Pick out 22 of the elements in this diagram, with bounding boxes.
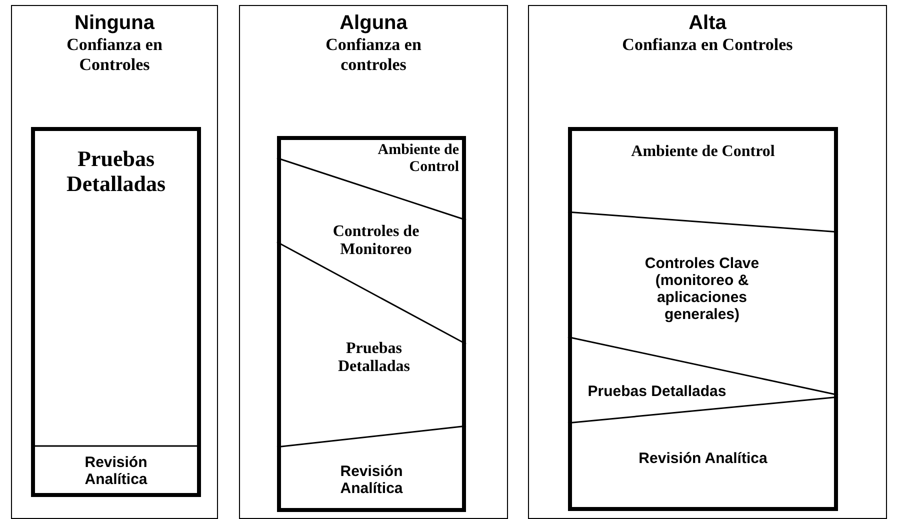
band-label: Controles Clave (monitoreo & aplicaciones generales) [644,254,760,324]
band-label: Revisión Analítica [339,462,404,498]
band-label: Pruebas Detalladas [588,383,726,401]
outlined-box [568,127,838,511]
panel-subtitle: Confianza en controles [324,35,422,74]
band-label: Pruebas Detalladas [66,146,166,196]
panel [239,5,508,519]
panel-subtitle: Confianza en Controles [622,35,793,55]
panel [11,5,218,519]
panel [528,5,887,519]
band-label: Revisión Analítica [638,450,768,468]
panel-heading: Alta [688,12,726,35]
band-label: Controles de Monitoreo [332,222,420,260]
band-label: Pruebas Detalladas [337,340,411,376]
panel-subtitle: Confianza en Controles [66,35,164,74]
outlined-box [277,136,466,512]
panel-heading: Ninguna [74,12,154,35]
band-label: Revisión Analítica [84,454,148,488]
band-label: Ambiente de Control [376,142,459,176]
outlined-box [31,127,201,497]
band-label: Ambiente de Control [631,142,775,162]
panel-heading: Alguna [340,12,408,35]
